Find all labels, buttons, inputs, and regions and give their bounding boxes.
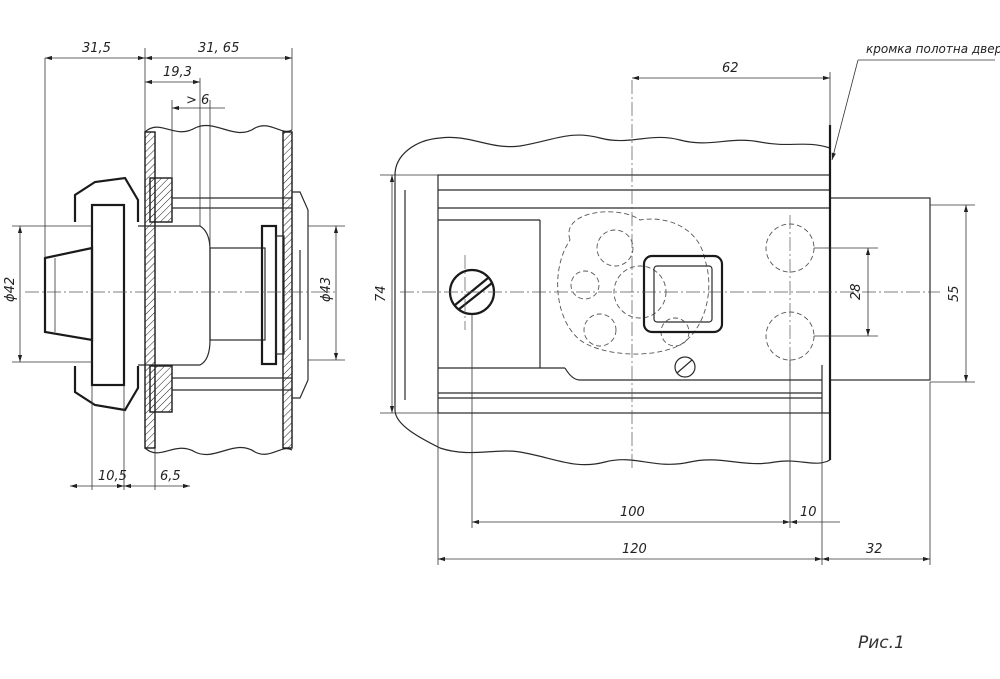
door-skin-right <box>282 131 293 449</box>
dim-6-5: 6,5 <box>160 469 181 484</box>
dim-74: 74 <box>374 285 389 302</box>
boss-top <box>149 177 173 223</box>
latch-bolt <box>829 197 931 381</box>
spindle-square-outer <box>642 254 724 334</box>
dim-100: 100 <box>620 505 645 520</box>
dim-55: 55 <box>947 285 962 302</box>
dim-120: 120 <box>622 542 647 557</box>
small-screw <box>674 356 696 378</box>
knob-flange <box>90 203 126 387</box>
dim-19-3: 19,3 <box>163 65 192 80</box>
dim-28: 28 <box>849 283 864 300</box>
dim-phi-42: ϕ42 <box>3 277 18 302</box>
dim-62: 62 <box>722 61 739 76</box>
side-view: 31,5 31, 65 19,3 > 6 ϕ42 ϕ43 10,5 6,5 <box>3 41 345 490</box>
dim-31-65: 31, 65 <box>198 41 239 56</box>
dim-10-5: 10,5 <box>98 469 127 484</box>
door-edge-note: кромка полотна двери <box>866 42 1000 56</box>
dim-10: 10 <box>800 505 817 520</box>
boss-bottom <box>149 365 173 413</box>
dim-gt-6: > 6 <box>186 93 209 108</box>
spindle-square-inner <box>653 265 713 323</box>
knob-tip <box>43 246 94 342</box>
rosette <box>260 224 278 366</box>
dim-31-5: 31,5 <box>82 41 111 56</box>
dim-32: 32 <box>866 542 883 557</box>
dim-phi-43: ϕ43 <box>319 277 334 302</box>
front-view: 62 74 28 55 100 10 120 32 кромка <box>374 42 1000 565</box>
figure-label: Рис.1 <box>858 633 905 653</box>
door-skin-left <box>144 131 156 449</box>
lock-body <box>437 174 831 414</box>
